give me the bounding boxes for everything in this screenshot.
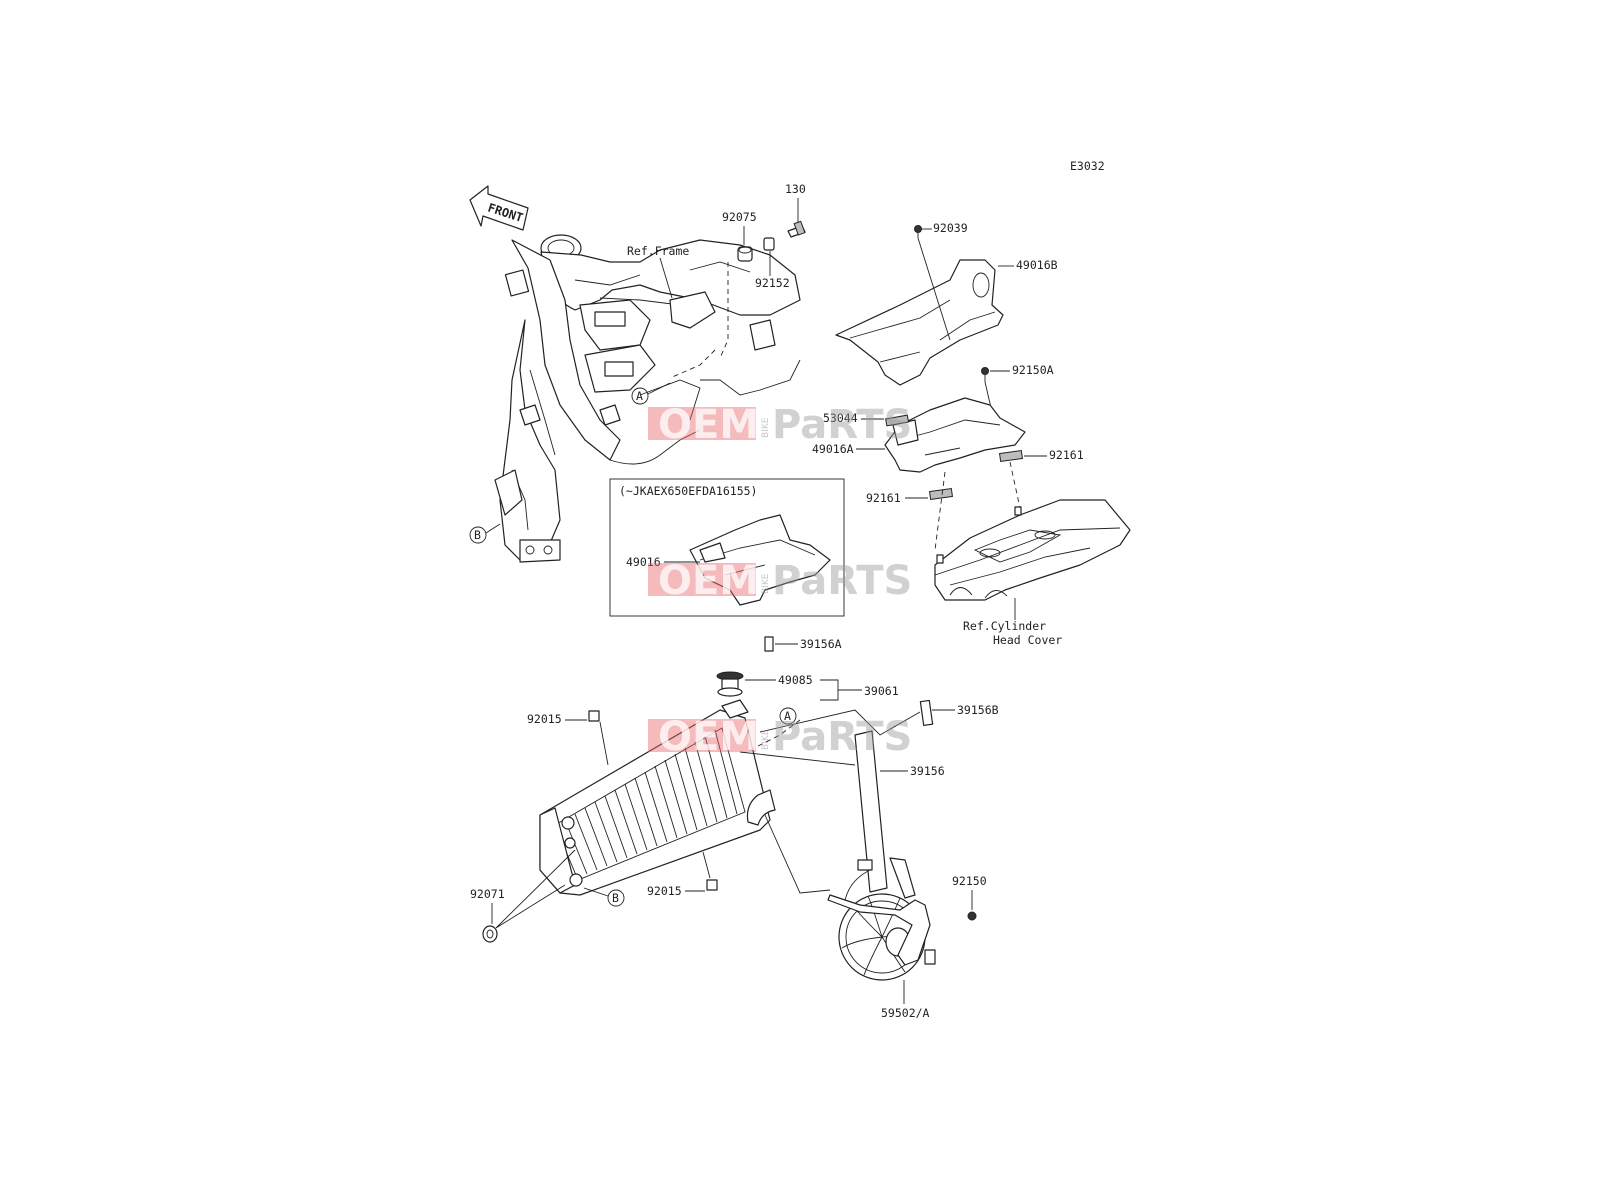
label-49085: 49085	[778, 673, 813, 687]
label-92075: 92075	[722, 210, 757, 224]
pad-92161-right	[998, 449, 1024, 463]
pad-92161-left	[928, 487, 954, 501]
label-92039: 92039	[933, 221, 968, 235]
cover-49016B	[835, 259, 1004, 386]
pad-53044	[885, 414, 910, 427]
watermark-2: OEM BIKE PaRTS	[648, 558, 912, 604]
callout-b-radiator: B	[607, 889, 625, 907]
cylinder-head-cover	[934, 499, 1131, 601]
cap-49085	[716, 671, 744, 697]
fan-59502	[827, 857, 936, 981]
inset-caption: (~JKAEX650EFDA16155)	[619, 484, 757, 498]
label-130: 130	[785, 182, 806, 196]
screw-92150A	[981, 367, 989, 382]
pad-39156A	[764, 636, 774, 652]
svg-text:BIKE: BIKE	[761, 573, 771, 594]
label-92150A: 92150A	[1012, 363, 1054, 377]
diagram-code: E3032	[1070, 159, 1105, 173]
svg-text:B: B	[612, 891, 619, 905]
svg-text:PaRTS: PaRTS	[772, 558, 912, 604]
label-92071: 92071	[470, 887, 505, 901]
clip-92015-top	[588, 710, 600, 722]
screw-92039	[914, 225, 922, 238]
label-49016: 49016	[626, 555, 661, 569]
grommet-92071	[482, 925, 498, 943]
label-39156: 39156	[910, 764, 945, 778]
label-59502: 59502/A	[881, 1006, 930, 1020]
label-92150: 92150	[952, 874, 987, 888]
collar-92075	[737, 246, 753, 262]
svg-text:OEM: OEM	[658, 402, 759, 448]
nut-92150	[967, 911, 977, 921]
callout-b-frame: B	[469, 526, 487, 544]
watermark-3: OEM BIKE PaRTS	[648, 714, 912, 760]
label-49016A: 49016A	[812, 442, 854, 456]
label-92015-bottom: 92015	[647, 884, 682, 898]
callout-a-frame: A	[631, 387, 649, 405]
label-92152: 92152	[755, 276, 790, 290]
pad-39156	[854, 730, 888, 893]
label-53044: 53044	[823, 411, 858, 425]
label-39061: 39061	[864, 684, 899, 698]
pad-39156B	[919, 699, 934, 727]
svg-text:OEM: OEM	[658, 714, 759, 760]
radiator-fins	[564, 729, 738, 875]
label-39156A: 39156A	[800, 637, 842, 651]
label-49016B: 49016B	[1016, 258, 1058, 272]
front-arrow-icon: FRONT	[469, 185, 529, 231]
collar-92152	[763, 237, 775, 251]
svg-text:A: A	[784, 709, 791, 723]
label-92161-right: 92161	[1049, 448, 1084, 462]
label-92161-left: 92161	[866, 491, 901, 505]
svg-text:PaRTS: PaRTS	[772, 714, 912, 760]
radiator	[539, 699, 776, 896]
cover-49016A	[884, 397, 1026, 473]
svg-text:OEM: OEM	[658, 558, 759, 604]
svg-text:A: A	[636, 389, 643, 403]
svg-text:B: B	[474, 528, 481, 542]
inset-box	[609, 478, 845, 617]
ref-cylinder-line1: Ref.Cylinder	[963, 619, 1046, 633]
clip-92015-bottom	[706, 879, 718, 891]
callout-a-radiator: A	[779, 707, 797, 725]
ref-cylinder-line2: Head Cover	[993, 633, 1062, 647]
watermark-1: OEM BIKE PaRTS	[648, 402, 912, 448]
ref-frame-label: Ref.Frame	[627, 244, 689, 258]
svg-text:PaRTS: PaRTS	[772, 402, 912, 448]
svg-text:BIKE: BIKE	[761, 417, 771, 438]
svg-text:BIKE: BIKE	[761, 729, 771, 750]
label-39156B: 39156B	[957, 703, 999, 717]
bolt-130	[787, 220, 806, 238]
frame-drawing	[494, 234, 801, 563]
label-92015-top: 92015	[527, 712, 562, 726]
